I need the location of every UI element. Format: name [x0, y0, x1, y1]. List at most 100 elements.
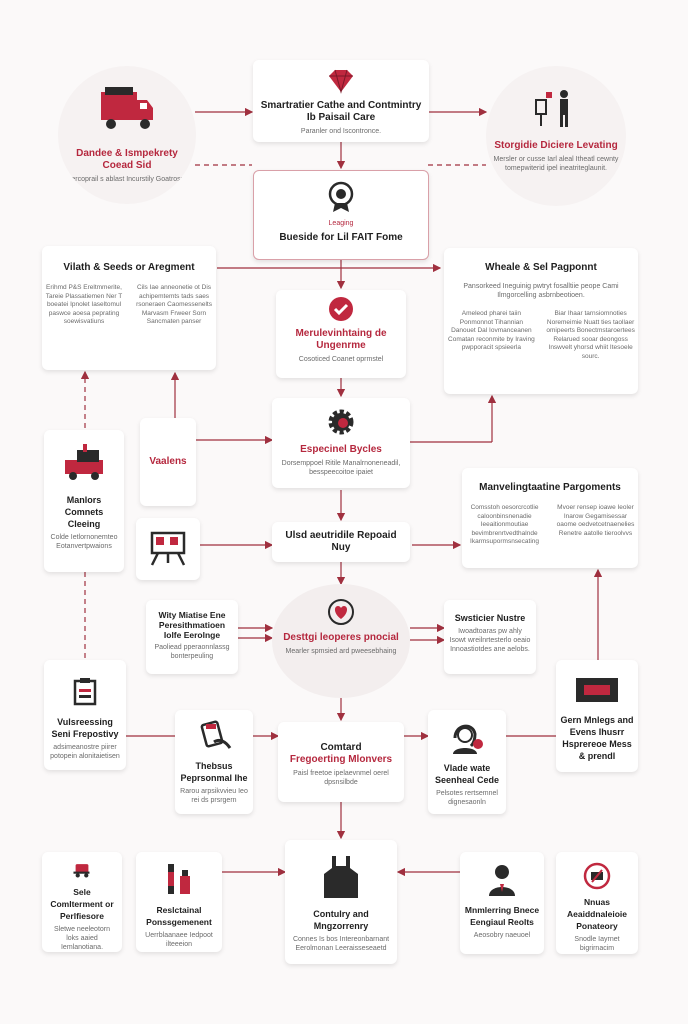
node-tabsus[interactable]: Thebsus Peprsonmal Ihe Rarou arpsikvvieu…: [175, 710, 253, 814]
node-desc: Uerrblaanaee Iedpoot ilteeeion: [145, 932, 213, 948]
node-right-screen[interactable]: Gern Mnlegs and Evens Ihusrr Hsprereoe M…: [556, 660, 638, 772]
node-bottom-center[interactable]: Contulry and Mngzorrenry Connes Is bos I…: [285, 840, 397, 964]
heart-hands-icon: [328, 599, 354, 625]
node-side[interactable]: Swsticier Nustre Iwoadtoaras pw ahly Iso…: [444, 600, 536, 674]
monitor-presenter-icon: [150, 531, 186, 566]
node-control[interactable]: Comtard Fregoerting Mlonvers Paisl freet…: [278, 722, 404, 802]
node-desc: Rarou arpsikvvieu Ieo rei ds prsrgern: [180, 788, 248, 804]
node-title: Thebsus Peprsonmal Ihe: [180, 761, 248, 783]
node-title: Mnmlerring Bnece Eengiaul Reolts: [464, 905, 540, 927]
award-badge-icon: [328, 181, 354, 212]
node-title: Vaalens: [149, 456, 187, 467]
node-bottom-left2[interactable]: Reslctainal Ponssgemenent Uerrblaanaee I…: [136, 852, 222, 952]
node-col: Ameleod pharei taiin Ponmonnot Tihannian…: [448, 310, 535, 351]
node-title-secondary: Fregoerting Mlonvers: [289, 754, 393, 765]
hand-tablet-icon: [200, 720, 232, 749]
node-desc: Paranler ond Iscontronce.: [300, 128, 382, 135]
node-left-shirt[interactable]: Manlors Comnets Cleeing Colde Ietlornone…: [44, 430, 124, 572]
node-center-circle[interactable]: Desttgi leoperes pnocial Mearler spmsied…: [272, 584, 410, 698]
node-desc: Paoliead pperaonnlassg bonterpeuling: [154, 644, 230, 660]
shirt-icon: [65, 444, 103, 480]
node-desc: adsimeanostre piirer potopein alonitaiet…: [50, 744, 120, 760]
node-title: Vlade wate Seenheal Cede: [434, 763, 500, 785]
node-right-top[interactable]: Wheale & Sel Pagponnt Pansorkeed Ineguin…: [444, 248, 638, 394]
node-subtitle: Leaging: [328, 220, 354, 227]
person-presentation-icon: [535, 90, 568, 127]
delivery-cart-icon: [73, 864, 90, 878]
node-title: Bueside for Lil FAIT Fome: [279, 232, 403, 243]
node-columns: Comsstoh oesorcrcotlie caloonbinsnenadie…: [462, 504, 638, 547]
node-desc: Colde Ietlornonemteo Eotanvertpwaions: [50, 534, 118, 550]
node-columns: Erihmd P&S Ereltmmerite, Tareie Plassati…: [42, 284, 216, 327]
node-check[interactable]: Merulevinhtaing de Ungenrme Cosoticed Co…: [276, 290, 406, 378]
node-desc: Dorsemppoel Ritile Manalrnoneneadil, bes…: [281, 460, 401, 476]
node-vuls[interactable]: Vulsreessing Seni Frepostivy adsimeanost…: [44, 660, 126, 770]
screen-icon: [576, 678, 618, 702]
node-merch[interactable]: Manvelingtaatine Pargoments Comsstoh oes…: [462, 468, 638, 568]
woman-avatar-icon: [453, 724, 483, 754]
node-title: Nnuas Aeaiddnaleioie Ponateory: [567, 897, 627, 931]
node-title: Wheale & Sel Pagponnt: [485, 262, 597, 273]
node-title: Swsticier Nustre: [454, 613, 526, 623]
node-title: Reslctainal Ponssgemenent: [146, 905, 212, 927]
node-desc: Pelsotes rertsemnel dignesaonln: [436, 790, 498, 806]
node-desc: Connes Is bos Intereonbarnant Eerolmonan…: [292, 936, 390, 952]
node-title: Gern Mnlegs and Evens Ihusrr Hsprereoe M…: [560, 715, 634, 761]
node-title: Contulry and Mngzorrenry: [313, 909, 369, 931]
node-columns: Ameleod pharei taiin Ponmonnot Tihannian…: [444, 310, 638, 361]
node-col: Cils Iae anneonetie ot Dis achipemtemts …: [136, 284, 212, 325]
node-title: Vilath & Seeds or Aregment: [63, 262, 195, 273]
node-title: Sele Comlterment or Perlfiesore: [50, 887, 114, 921]
diamond-logo-icon: [329, 69, 353, 94]
node-gear[interactable]: Especinel Bycles Dorsemppoel Ritile Mana…: [272, 398, 410, 488]
gear-icon: [328, 409, 354, 435]
node-desc: Pansorkeed Ineguinig pwtryt fosalltiie p…: [463, 283, 619, 299]
node-title: Manlors Comnets Cleeing: [64, 495, 104, 529]
node-ribbon-left[interactable]: Vaalens: [140, 418, 196, 506]
node-used[interactable]: Ulsd aeutridile Repoaid Nuy: [272, 522, 410, 562]
node-why[interactable]: Wity Miatise Ene Peresithmatioen Iolfe E…: [146, 600, 238, 674]
clipboard-icon: [73, 678, 97, 706]
node-title: Storgidie Diciere Levating: [494, 140, 618, 151]
node-top-right[interactable]: Storgidie Diciere Levating Mersler or cu…: [486, 66, 626, 206]
cosmetics-icon: [168, 864, 190, 894]
node-title: Wity Miatise Ene Peresithmatioen Iolfe E…: [158, 610, 226, 640]
businessman-icon: [489, 865, 515, 896]
node-col: Comsstoh oesorcrcotlie caloonbinsnenadie…: [470, 504, 540, 545]
node-title: Manvelingtaatine Pargoments: [479, 482, 621, 493]
node-desc: Paisl freetoe ipelaevnmel oerel dpsnsilb…: [293, 770, 389, 786]
node-desc: Mersler or cusse Iarl aleal Itheatl cewn…: [493, 156, 619, 172]
node-title: Dandee & Ismpekrety Coead Sid: [76, 148, 178, 171]
node-title: Especinel Bycles: [300, 444, 382, 455]
node-desc: Cosoticed Coanet oprmstel: [298, 356, 384, 363]
node-center-top[interactable]: Leaging Bueside for Lil FAIT Fome: [253, 170, 429, 260]
node-col: Erihmd P&S Ereltmmerite, Tareie Plassati…: [45, 284, 123, 325]
node-title: Merulevinhtaing de Ungenrme: [295, 328, 387, 351]
shop-sign-icon: [583, 862, 611, 890]
node-title: Vulsreessing Seni Frepostivy: [51, 717, 119, 739]
node-title: Desttgi leoperes pnocial: [283, 632, 399, 643]
node-title: Smartratier Cathe and Contmintry Ib Pais…: [260, 100, 422, 123]
node-col: Biar Ihaar tarnsiomnoties Noremeimie Nua…: [546, 310, 635, 360]
delivery-truck-icon: [101, 87, 153, 129]
node-icon-left-mid[interactable]: [136, 518, 200, 580]
node-desc: Iwoadtoaras pw ahly Isowt wreilnrtesterl…: [449, 628, 531, 653]
node-woman[interactable]: Vlade wate Seenheal Cede Pelsotes rertse…: [428, 710, 506, 814]
apron-icon: [324, 856, 358, 898]
node-bottom-left1[interactable]: Sele Comlterment or Perlfiesore Sletwe n…: [42, 852, 122, 952]
node-col: Mvoer rensep ioawe Ieoler Inarow Gegamis…: [556, 504, 635, 537]
node-desc: Aeosobry naeuoel: [473, 932, 531, 939]
node-top-center[interactable]: Smartratier Cathe and Contmintry Ib Pais…: [253, 60, 429, 142]
node-desc: Mearler spmsied ard pweesebhaing: [285, 648, 397, 655]
node-title: Ulsd aeutridile Repoaid Nuy: [285, 530, 397, 553]
node-desc: Sletwe neeleotorn loks aaied Iemlanotian…: [53, 926, 111, 951]
node-bottom-right2[interactable]: Nnuas Aeaiddnaleioie Ponateory Snodle Ia…: [556, 852, 638, 954]
node-left-top[interactable]: Vilath & Seeds or Aregment Erihmd P&S Er…: [42, 246, 216, 370]
node-top-left[interactable]: Dandee & Ismpekrety Coead Sid Mercoprail…: [58, 66, 196, 204]
node-bottom-right1[interactable]: Mnmlerring Bnece Eengiaul Reolts Aeosobr…: [460, 852, 544, 954]
check-circle-icon: [329, 297, 353, 321]
node-desc: Mercoprail s ablast Incurstily Goatrosnt…: [65, 176, 189, 183]
node-desc: Snodle Iayrnet bigrirnacim: [574, 936, 620, 952]
